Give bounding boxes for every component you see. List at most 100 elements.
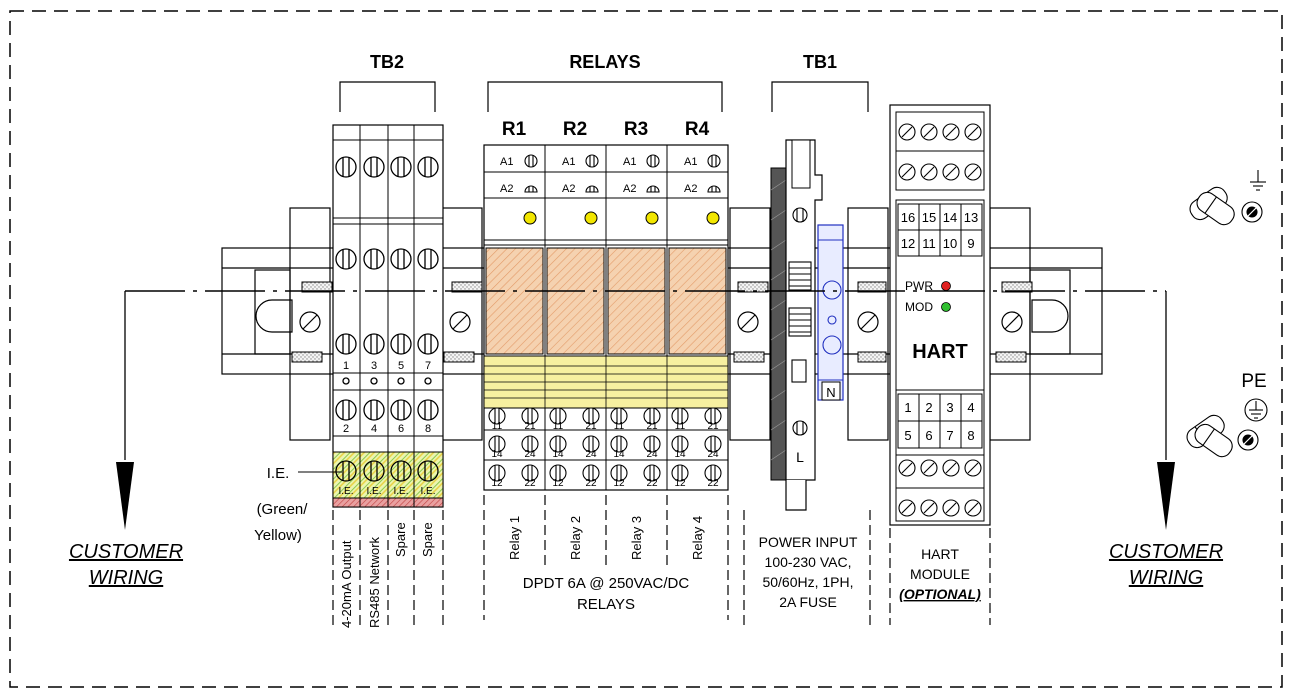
tb2-label-dividers — [332, 510, 444, 628]
relay-r3-led — [645, 211, 659, 225]
tb2-ie-tag-2: I.E. — [366, 486, 381, 497]
hart-term-14: 14 — [943, 210, 957, 225]
tb1-caption-line4: 2A FUSE — [779, 594, 837, 610]
hart-top-number-grid — [897, 203, 983, 257]
svg-text:12: 12 — [491, 478, 503, 489]
tb1-terminal-n: N — [826, 385, 835, 400]
left-wiring-arrow — [116, 291, 134, 530]
relay-clips — [483, 355, 729, 409]
relay-label-4: Relay 4 — [690, 516, 705, 560]
hart-term-4: 4 — [967, 400, 974, 415]
tb2-num-4: 4 — [371, 423, 377, 435]
relay-coil-terminals: A1 A2 A1 A2 A1 A2 A1 A2 — [500, 154, 721, 195]
svg-text:12: 12 — [674, 478, 686, 489]
relay-r3-id: R3 — [624, 119, 648, 140]
svg-text:11: 11 — [675, 421, 686, 432]
relay-label-3: Relay 3 — [629, 516, 644, 560]
tb1-caption-line2: 100-230 VAC, — [765, 554, 852, 570]
relay-r4-id: R4 — [685, 119, 710, 140]
svg-text:21: 21 — [646, 421, 658, 432]
svg-text:14: 14 — [491, 449, 503, 460]
hart-title: HART — [912, 341, 968, 363]
header-brackets — [339, 81, 869, 112]
tb2-num-3: 3 — [371, 360, 377, 372]
tb2-function-1: 4-20mA Output — [339, 540, 354, 628]
svg-text:A2: A2 — [684, 183, 697, 195]
relay-r1-coil: A1 A2 — [500, 156, 513, 195]
hart-term-11: 11 — [922, 236, 936, 251]
pe-label: PE — [1241, 371, 1266, 392]
hart-screws — [898, 123, 982, 517]
svg-text:22: 22 — [585, 478, 597, 489]
tb2-num-8: 8 — [425, 423, 431, 435]
tb2-ie-screws — [335, 460, 439, 482]
relay-r3: R3 — [624, 119, 648, 140]
relays-caption-line2: RELAYS — [577, 596, 635, 613]
svg-text:A1: A1 — [623, 156, 636, 168]
hart-term-7: 7 — [946, 428, 953, 443]
header-tb1: TB1 — [803, 52, 837, 72]
tb2-ie-tag-4: I.E. — [420, 486, 435, 497]
tb2-num-7: 7 — [425, 360, 431, 372]
hart-term-5: 5 — [904, 428, 911, 443]
svg-text:A2: A2 — [562, 183, 575, 195]
svg-text:11: 11 — [614, 421, 625, 432]
relay-leds — [523, 211, 720, 225]
customer-wiring-right-line2: WIRING — [1129, 567, 1203, 589]
customer-wiring-left-line2: WIRING — [89, 567, 163, 589]
svg-text:22: 22 — [646, 478, 658, 489]
hart-pwr-label: PWR — [905, 279, 933, 293]
customer-wiring-left-line1: CUSTOMER — [69, 541, 183, 563]
ground-lug-pe — [1186, 414, 1259, 458]
svg-text:12: 12 — [552, 478, 564, 489]
svg-text:21: 21 — [524, 421, 536, 432]
relay-r2-id: R2 — [563, 119, 587, 140]
customer-wiring-right-line1: CUSTOMER — [1109, 541, 1223, 563]
tb1-neutral-terminal: N — [817, 224, 844, 401]
hart-term-13: 13 — [964, 210, 978, 225]
relay-label-1: Relay 1 — [507, 516, 522, 560]
hart-term-12: 12 — [901, 236, 915, 251]
tb1-terminal-l: L — [796, 449, 804, 465]
svg-text:24: 24 — [524, 449, 536, 460]
tb2-num-6: 6 — [398, 423, 404, 435]
svg-text:24: 24 — [646, 449, 658, 460]
hart-bottom-number-grid — [897, 393, 983, 449]
relay-r1-id: R1 — [502, 119, 527, 140]
hart-pwr-led — [941, 281, 951, 291]
hart-term-16: 16 — [901, 210, 915, 225]
svg-text:A2: A2 — [623, 183, 636, 195]
ie-label-line3: Yellow) — [254, 527, 302, 544]
hart-mod-led — [941, 302, 951, 312]
hart-mod-label: MOD — [905, 300, 933, 314]
relay-bodies — [485, 247, 727, 355]
ie-label-line1: I.E. — [267, 465, 290, 482]
tb1-terminal-block: L N — [770, 139, 844, 511]
relay-label-2: Relay 2 — [568, 516, 583, 560]
relay-contact-screws — [488, 407, 722, 482]
ground-icon — [1250, 170, 1266, 191]
ie-label-line2: (Green/ — [257, 501, 309, 518]
tb1-label-dividers — [743, 510, 871, 625]
svg-text:A2: A2 — [500, 183, 513, 195]
relay-r1-led — [523, 211, 537, 225]
hart-term-6: 6 — [925, 428, 932, 443]
header-relays: RELAYS — [569, 52, 640, 72]
svg-text:14: 14 — [674, 449, 686, 460]
relay-r4-coil: A1 A2 — [684, 156, 697, 195]
relay-r2-coil: A1 A2 — [562, 156, 575, 195]
svg-text:14: 14 — [613, 449, 625, 460]
hart-term-3: 3 — [946, 400, 953, 415]
tb2-num-5: 5 — [398, 360, 404, 372]
svg-text:22: 22 — [524, 478, 536, 489]
outer-border — [9, 10, 1283, 688]
svg-text:A1: A1 — [500, 156, 513, 168]
svg-text:14: 14 — [552, 449, 564, 460]
hart-caption-line3: (OPTIONAL) — [899, 586, 981, 602]
tb2-function-4: Spare — [420, 522, 435, 557]
hart-term-15: 15 — [922, 210, 936, 225]
svg-text:12: 12 — [613, 478, 625, 489]
hart-caption-line1: HART — [921, 546, 959, 562]
svg-text:11: 11 — [553, 421, 564, 432]
